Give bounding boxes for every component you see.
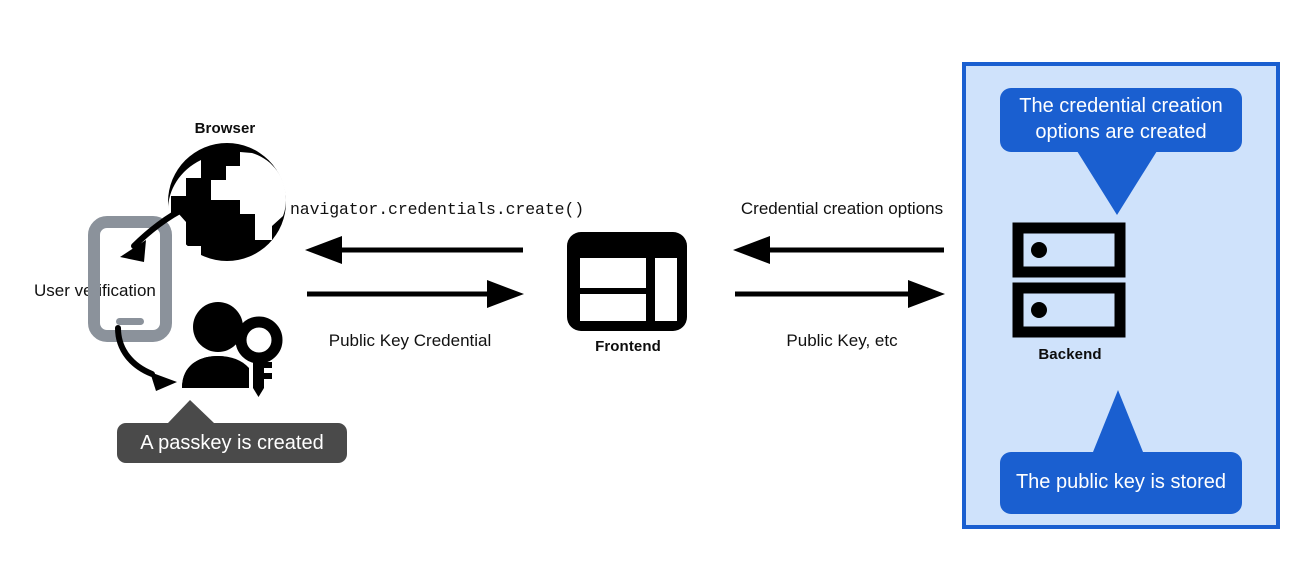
window-layout-icon bbox=[567, 232, 687, 331]
frontend-label: Frontend bbox=[595, 338, 661, 355]
arrow-browser-to-device-icon bbox=[120, 205, 189, 262]
callout-bottom-text: The public key is stored bbox=[1015, 471, 1227, 494]
callout-credential-options: The credential creation options are crea… bbox=[1000, 88, 1242, 152]
person-with-key-icon bbox=[182, 302, 283, 397]
flow-label-credential-creation-options: Credential creation options bbox=[740, 199, 944, 218]
flow-label-public-key-etc: Public Key, etc bbox=[786, 331, 898, 350]
callout-public-key-stored: The public key is stored bbox=[1000, 452, 1242, 514]
callout-top-text: The credential creation options are crea… bbox=[1019, 95, 1223, 143]
arrow-frontend-to-backend-icon bbox=[735, 280, 945, 308]
arrow-frontend-to-browser-icon bbox=[305, 236, 523, 264]
callout-bottom-tail-icon bbox=[1093, 390, 1143, 452]
backend-label: Backend bbox=[1038, 346, 1102, 363]
arrow-device-to-user-icon bbox=[115, 325, 177, 391]
arrow-browser-to-frontend-icon bbox=[307, 280, 524, 308]
flow-label-public-key-credential: Public Key Credential bbox=[328, 331, 492, 350]
browser-label: Browser bbox=[194, 120, 256, 137]
flow-label-navigator-credentials-create: navigator.credentials.create() bbox=[290, 200, 585, 219]
passkey-created-text: A passkey is created bbox=[140, 431, 324, 454]
globe-icon bbox=[168, 143, 286, 261]
server-rack-icon bbox=[1012, 222, 1126, 338]
smartphone-icon bbox=[88, 216, 172, 342]
passkey-created-tooltip: A passkey is created bbox=[117, 423, 347, 463]
arrow-backend-to-frontend-icon bbox=[733, 236, 944, 264]
callout-top-tail-icon bbox=[1077, 151, 1157, 215]
tooltip-tail-icon bbox=[168, 400, 214, 423]
